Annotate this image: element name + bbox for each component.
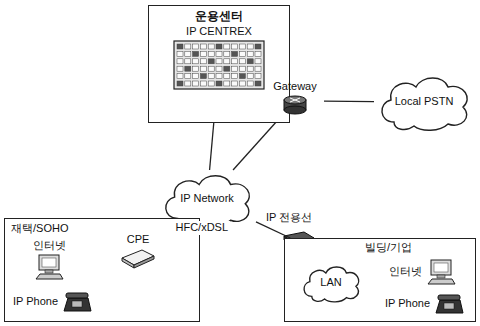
connector-line (324, 101, 374, 103)
ip-phone-node: IP Phone (13, 287, 123, 317)
connector-line (233, 122, 276, 170)
node-label: 재택/SOHO (11, 222, 68, 236)
pc-node: 인터넷 (19, 239, 79, 283)
node-label: IP Phone (385, 297, 430, 311)
node-label: 인터넷 (389, 265, 422, 279)
cpe-device (120, 248, 156, 270)
pstn-cloud: Local PSTN (374, 72, 474, 132)
cloud-shape (304, 267, 359, 302)
computer-icon (34, 254, 64, 280)
node-label: Gateway (273, 80, 316, 94)
node-label: CPE (127, 233, 150, 247)
node-label: 운용센터 (195, 9, 243, 24)
node-subtitle: IP CENTREX (186, 25, 252, 39)
computer-icon (426, 259, 456, 285)
operations-center-box: 운용센터IP CENTREX (148, 5, 290, 123)
ip-phone-icon (434, 293, 464, 315)
ip-phone-node: IP Phone (385, 289, 471, 319)
gateway-node: Gateway (266, 80, 324, 122)
soho-box: 재택/SOHO 인터넷 CPE IP Phone (4, 218, 200, 322)
node-label: 인터넷 (33, 239, 66, 253)
gateway-icon (282, 95, 308, 115)
ip-phone-icon (62, 291, 92, 313)
node-label: LAN (320, 276, 341, 290)
node-label: 빌딩/기업 (365, 241, 412, 255)
lan-cloud: LAN (299, 263, 363, 303)
node-label: Local PSTN (395, 95, 454, 109)
edge-label: IP 전용선 (264, 211, 314, 224)
pc-node: 인터넷 (389, 257, 469, 287)
node-label: IP Phone (13, 295, 58, 309)
cloud-shape (382, 78, 467, 130)
building-box: 빌딩/기업 LAN 인터넷 IP Phone (284, 238, 476, 322)
edge-label: HFC/xDSL (173, 221, 230, 234)
connector-line (210, 123, 214, 170)
node-label: IP Network (180, 192, 234, 206)
cpe-node: CPE (113, 233, 163, 281)
centrex-rack (173, 40, 265, 90)
